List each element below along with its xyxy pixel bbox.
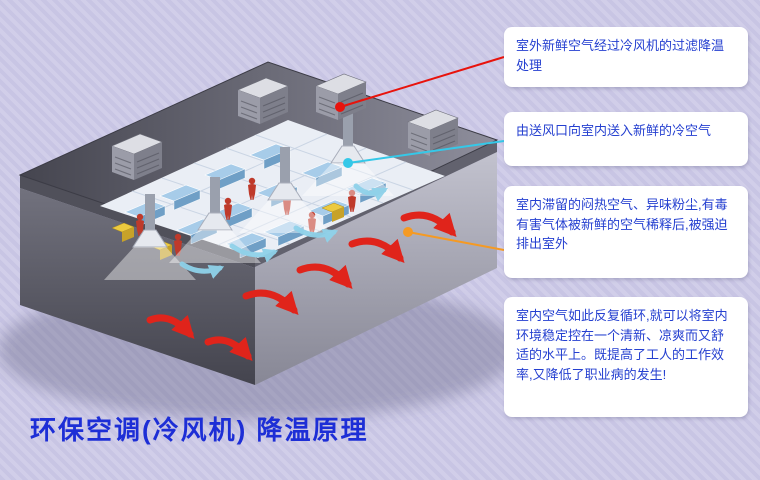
anchor-dot-outdoor-air	[335, 102, 345, 112]
connector-outdoor-air	[339, 56, 505, 108]
callout-circulation: 室内空气如此反复循环,就可以将室内环境稳定控在一个清新、凉爽而又舒适的水平上。既…	[504, 297, 748, 417]
callout-fresh-air: 由送风口向室内送入新鲜的冷空气	[504, 112, 748, 166]
page-title: 环保空调(冷风机) 降温原理	[30, 415, 369, 445]
callout-outdoor-air-text: 室外新鲜空气经过冷风机的过滤降温处理	[516, 38, 725, 73]
connector-fresh-air	[347, 140, 505, 164]
anchor-dot-exhaust-air	[403, 227, 413, 237]
callout-fresh-air-text: 由送风口向室内送入新鲜的冷空气	[516, 123, 712, 138]
connector-exhaust-air	[407, 231, 505, 251]
left-wall	[20, 188, 255, 385]
callout-outdoor-air: 室外新鲜空气经过冷风机的过滤降温处理	[504, 27, 748, 87]
callout-exhaust-air-text: 室内滞留的闷热空气、异味粉尘,有毒有害气体被新鲜的空气稀释后,被强迫排出室外	[516, 197, 728, 251]
exhaust-air-arrows	[146, 211, 457, 361]
callout-connectors	[335, 56, 505, 251]
right-wall	[255, 152, 497, 385]
callout-circulation-text: 室内空气如此反复循环,就可以将室内环境稳定控在一个清新、凉爽而又舒适的水平上。既…	[516, 308, 728, 382]
supply-air-arrows	[179, 183, 389, 279]
anchor-dot-fresh-air	[343, 158, 353, 168]
workshop-interior	[100, 109, 445, 281]
callout-exhaust-air: 室内滞留的闷热空气、异味粉尘,有毒有害气体被新鲜的空气稀释后,被强迫排出室外	[504, 186, 748, 278]
factory-building	[18, 61, 499, 385]
